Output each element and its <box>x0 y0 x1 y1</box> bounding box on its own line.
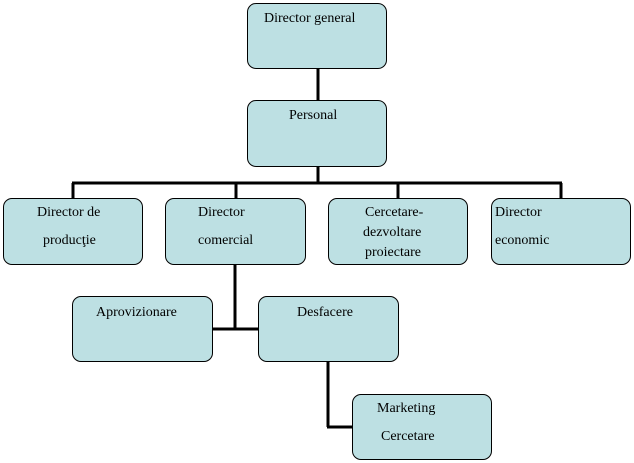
node-director-productie: Director de producţie <box>3 198 143 265</box>
node-director-productie-line-2: producţie <box>43 233 96 248</box>
node-director-economic-line-2: economic <box>495 233 550 248</box>
node-director-comercial-line-2: comercial <box>198 233 254 248</box>
node-director-comercial-line-1: Director <box>198 205 245 220</box>
node-desfacere-label: Desfacere <box>297 305 353 320</box>
node-cercetare-line-1: Cercetare- <box>365 205 424 220</box>
node-director-general: Director general <box>247 3 387 69</box>
node-marketing-line-2: Cercetare <box>381 429 435 444</box>
node-director-economic: Director economic <box>491 198 631 265</box>
node-personal: Personal <box>247 100 387 167</box>
node-cercetare-dezvoltare: Cercetare- dezvoltare proiectare <box>328 198 468 265</box>
node-cercetare-line-2: dezvoltare <box>363 225 422 240</box>
node-marketing-cercetare: Marketing Cercetare <box>352 394 492 460</box>
node-personal-label: Personal <box>289 108 338 123</box>
node-cercetare-line-3: proiectare <box>365 245 421 260</box>
node-director-economic-line-1: Director <box>495 205 542 220</box>
node-director-general-label: Director general <box>264 11 356 26</box>
node-director-comercial: Director comercial <box>165 198 306 265</box>
node-aprovizionare-label: Aprovizionare <box>96 305 177 320</box>
node-director-productie-line-1: Director de <box>37 205 101 220</box>
node-marketing-line-1: Marketing <box>377 401 436 416</box>
node-aprovizionare: Aprovizionare <box>72 296 213 362</box>
node-desfacere: Desfacere <box>258 296 399 362</box>
